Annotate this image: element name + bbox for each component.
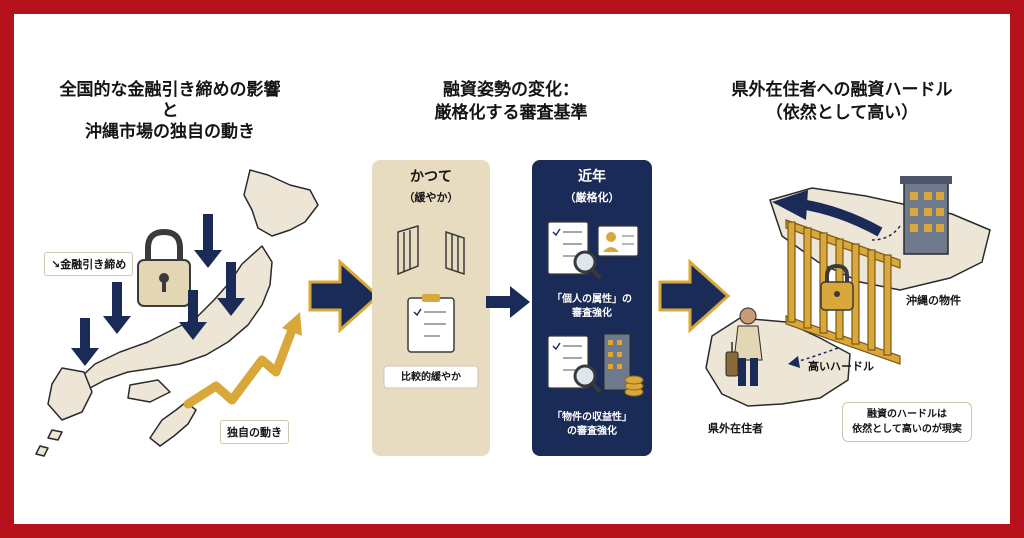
section1-title-line3: 沖縄市場の独自の動き [85, 122, 255, 142]
open-gate-icon [397, 224, 465, 276]
japan-map [35, 169, 319, 457]
past-subheading: （緩やか） [403, 191, 459, 204]
outside-resident-label: 県外在住者 [708, 422, 763, 435]
section2-title-line2: 厳格化する審査基準 [434, 103, 588, 123]
document-building-icon [547, 333, 644, 397]
tightening-tag: ↘金融引き締め [44, 252, 134, 276]
person-icon [725, 307, 763, 386]
past-caption: 比較的緩やか [401, 372, 461, 383]
past-heading: かつて [410, 169, 452, 185]
section1-title-line2: と [161, 101, 179, 121]
chevron-arrow-right-1 [308, 258, 381, 334]
okinawa-property-label: 沖縄の物件 [906, 294, 961, 307]
recent-caption1-line2: 審査強化 [572, 308, 612, 319]
small-arrow-right [486, 286, 530, 318]
building-icon [900, 176, 952, 255]
recent-caption1-line1: 「個人の属性」の [552, 294, 632, 305]
document-magnifier-icon [547, 221, 602, 280]
callout-line2: 依然として高いのが現実 [852, 424, 962, 435]
gold-rising-arrow [183, 325, 297, 409]
recent-caption2-line2: の審査強化 [567, 426, 617, 437]
recent-subheading: （厳格化） [564, 191, 620, 204]
unique-move-tag: 独自の動き [220, 420, 289, 444]
clipboard-icon [407, 294, 455, 353]
okinawa-island [148, 401, 197, 447]
callout-box: 融資のハードルは 依然として高いのが現実 [842, 402, 972, 442]
chevron-arrow-right-2 [658, 258, 731, 334]
down-arrow-icons [71, 214, 245, 366]
recent-caption2-line1: 「物件の収益性」 [552, 412, 632, 423]
section3-title-line1: 県外在住者への融資ハードル [731, 80, 953, 100]
section3-title-line2: （依然として高い） [765, 103, 919, 123]
recent-heading: 近年 [578, 169, 606, 185]
high-hurdle-label: 高いハードル [808, 360, 874, 373]
id-card-icon [597, 225, 639, 257]
padlock-icon [137, 228, 191, 307]
section1-title-line1: 全国的な金融引き締めの影響 [59, 80, 281, 100]
fence-lock-icon [820, 263, 854, 311]
section2-title-line1: 融資姿勢の変化： [443, 80, 579, 100]
down-trend-icon: ↘ [51, 258, 61, 271]
curved-arrow-icon [799, 199, 883, 237]
callout-line1: 融資のハードルは [867, 409, 947, 420]
